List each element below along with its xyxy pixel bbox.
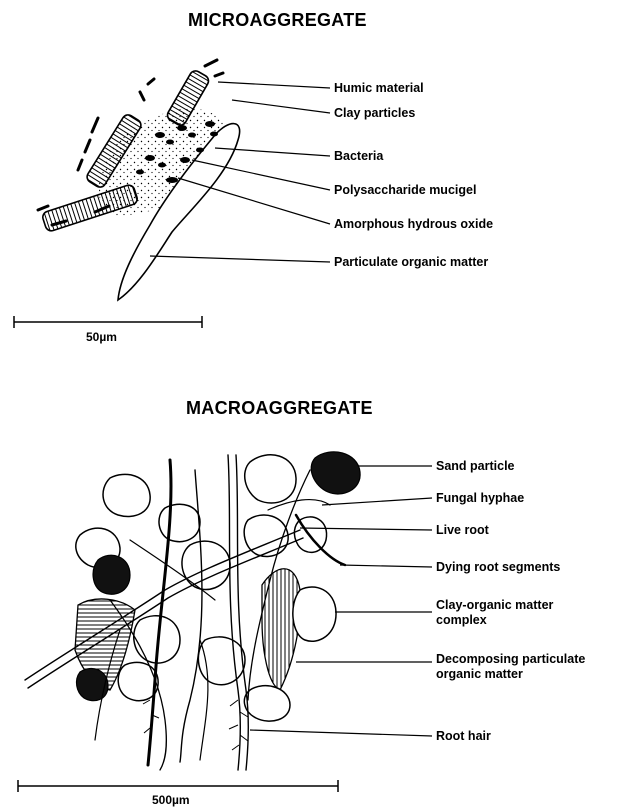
macroaggregate-title: MACROAGGREGATE xyxy=(186,398,373,419)
label-humic-material: Humic material xyxy=(334,81,424,96)
label-bacteria: Bacteria xyxy=(334,149,383,164)
microaggregate-title: MICROAGGREGATE xyxy=(188,10,367,31)
label-clay-particles: Clay particles xyxy=(334,106,415,121)
micro-scale-bar xyxy=(14,316,202,328)
label-fungal-hyphae: Fungal hyphae xyxy=(436,491,524,506)
label-clay-organic-complex: Clay-organic matter complex xyxy=(436,598,586,628)
macroaggregate-figure xyxy=(18,452,432,792)
label-root-hair: Root hair xyxy=(436,729,491,744)
label-live-root: Live root xyxy=(436,523,489,538)
root-hairs xyxy=(143,700,248,750)
label-polysaccharide-mucigel: Polysaccharide mucigel xyxy=(334,183,476,198)
macro-scale-bar xyxy=(18,780,338,792)
micro-scale-label: 50µm xyxy=(86,330,117,344)
label-particulate-organic-matter: Particulate organic matter xyxy=(334,255,488,270)
macro-scale-label: 500µm xyxy=(152,793,190,807)
label-sand-particle: Sand particle xyxy=(436,459,515,474)
label-dying-root-segments: Dying root segments xyxy=(436,560,560,575)
label-decomposing-organic-matter: Decomposing particulate organic matter xyxy=(436,652,614,682)
label-amorphous-hydrous-oxide: Amorphous hydrous oxide xyxy=(334,217,493,232)
microaggregate-figure xyxy=(14,60,330,328)
